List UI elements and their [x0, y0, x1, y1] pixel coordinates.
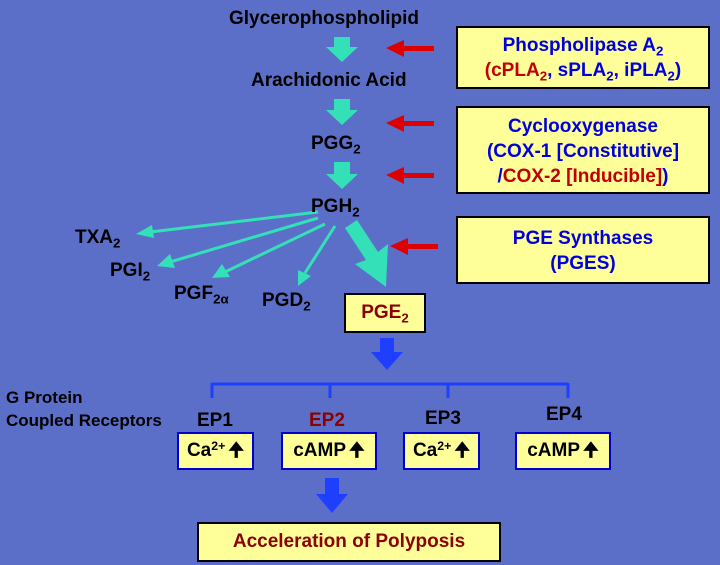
outcome-box: Acceleration of Polyposis: [197, 522, 501, 562]
signal-ep2-text: cAMP: [293, 440, 347, 461]
pla-title-subscript: 2: [656, 43, 664, 59]
receptor-ep3-name: EP3: [425, 408, 461, 429]
arrow-pgh-to-pgf: [212, 222, 326, 278]
pgf-text: PGF: [174, 283, 214, 304]
pgi-subscript: 2: [142, 268, 151, 284]
pge-text: PGE: [361, 302, 402, 323]
pgg-text: PGG: [311, 133, 354, 154]
arrow-pgg-to-pgh: [326, 162, 358, 189]
txa-subscript: 2: [113, 235, 121, 251]
spla-text: , sPLA: [547, 60, 607, 81]
cox-title: Cyclooxygenase: [508, 116, 658, 137]
signal-ep3-sup: 2+: [437, 438, 452, 453]
gpcr-label: G Protein Coupled Receptors: [6, 386, 162, 432]
phospholipase-isoforms: (cPLA2, sPLA2, iPLA2): [458, 58, 708, 83]
receptor-bracket: [210, 382, 570, 398]
receptor-ep4-name: EP4: [546, 404, 582, 425]
cpla-subscript: 2: [539, 68, 548, 84]
signal-ep3-text: Ca: [412, 440, 438, 461]
pgg2-label: PGG2: [311, 133, 361, 157]
up-arrow-icon: 🠉: [228, 440, 245, 461]
pgf2a-label: PGF2α: [174, 283, 229, 307]
pgg-subscript: 2: [353, 141, 361, 157]
pla-close-paren: ): [674, 60, 682, 81]
phospholipase-box: Phospholipase A2 (cPLA2, sPLA2, iPLA2): [456, 26, 710, 89]
arrow-pgh-to-txa: [136, 210, 319, 238]
red-arrow-pges: [390, 238, 438, 255]
cox2-text: COX-2 [Inducible]: [502, 166, 663, 187]
cox2-slash: /: [497, 166, 503, 187]
red-arrow-cox2: [386, 167, 434, 184]
signal-ep4-box: cAMP🠉: [515, 432, 611, 470]
receptor-ep2-name: EP2: [309, 410, 345, 431]
phospholipase-title: Phospholipase A2: [458, 33, 708, 58]
cox2-close-paren: ): [662, 166, 669, 187]
blue-arrow-ep2-to-outcome: [316, 478, 348, 513]
arrow-pgh-to-pge: [345, 220, 388, 287]
pges-title: PGE Synthases: [512, 228, 654, 249]
cpla-text: cPLA: [491, 60, 540, 81]
red-arrow-pla: [386, 40, 434, 57]
pgf-subscript: 2α: [213, 291, 229, 307]
spla-subscript: 2: [606, 68, 614, 84]
arrow-pgh-to-pgd: [298, 225, 337, 286]
up-arrow-icon: 🠉: [583, 440, 599, 461]
pgd-subscript: 2: [303, 298, 311, 314]
signal-ep1-box: Ca2+🠉: [177, 432, 254, 470]
arrow-aa-to-pgg: [326, 99, 358, 125]
pge2-box: PGE2: [344, 293, 426, 333]
pgh-subscript: 2: [352, 204, 360, 220]
arrow-pgh-to-pgi: [157, 216, 319, 268]
txa-text: TXA: [75, 227, 113, 248]
up-arrow-icon: 🠉: [454, 440, 471, 461]
pgd-text: PGD: [262, 290, 304, 311]
signal-ep4-text: cAMP: [527, 440, 581, 461]
pge-subscript: 2: [401, 310, 409, 326]
receptor-ep1-name: EP1: [197, 410, 233, 431]
pla-title-text: Phospholipase A: [502, 35, 657, 56]
signal-ep1-text: Ca: [186, 440, 212, 461]
cox1-text: (COX-1 [Constitutive]: [486, 141, 680, 162]
cyclooxygenase-box: Cyclooxygenase (COX-1 [Constitutive] /CO…: [456, 106, 710, 194]
gpcr-label-line1: G Protein: [6, 388, 83, 407]
arrow-glycero-to-aa: [326, 37, 358, 62]
up-arrow-icon: 🠉: [349, 440, 365, 461]
pgi-text: PGI: [110, 260, 143, 281]
pgi2-label: PGI2: [110, 260, 151, 284]
pge-synthases-box: PGE Synthases (PGES): [456, 216, 710, 284]
signal-ep1-sup: 2+: [211, 438, 226, 453]
glycerophospholipid-label: Glycerophospholipid: [229, 8, 420, 29]
txa2-label: TXA2: [75, 227, 121, 251]
ipla-subscript: 2: [667, 68, 675, 84]
pla-open-paren: (: [484, 60, 492, 81]
red-arrow-cox1: [386, 115, 434, 132]
pgh2-label: PGH2: [311, 196, 360, 220]
blue-arrow-pge-to-receptors: [371, 338, 403, 370]
signal-ep2-box: cAMP🠉: [281, 432, 377, 470]
pgd2-label: PGD2: [262, 290, 311, 314]
cox2-line: /COX-2 [Inducible]): [458, 164, 708, 189]
ipla-text: , iPLA: [613, 60, 668, 81]
arachidonic-acid-label: Arachidonic Acid: [251, 70, 407, 91]
pges-abbreviation: (PGES): [550, 253, 616, 274]
gpcr-label-line2: Coupled Receptors: [6, 411, 162, 430]
pgh-text: PGH: [311, 196, 353, 217]
signal-ep3-box: Ca2+🠉: [403, 432, 480, 470]
